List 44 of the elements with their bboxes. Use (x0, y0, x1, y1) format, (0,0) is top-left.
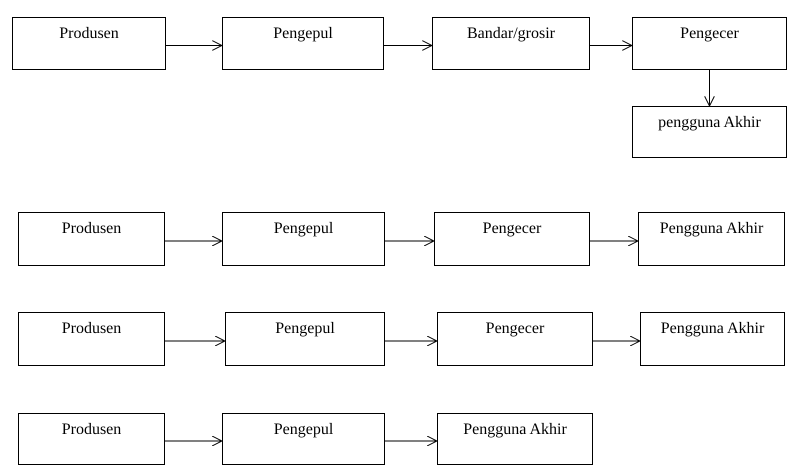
box-label: Pengguna Akhir (660, 219, 764, 239)
process-box (632, 17, 787, 70)
process-box (437, 312, 593, 366)
process-box (18, 212, 165, 266)
arrow (164, 336, 226, 346)
arrow (590, 40, 632, 51)
box-label: Pengecer (482, 219, 542, 239)
arrow (384, 236, 434, 246)
process-box (18, 312, 165, 366)
box-label: Produsen (62, 319, 122, 339)
box-label: Pengepul (274, 219, 334, 239)
process-box (222, 17, 384, 70)
box-label: Pengepul (274, 420, 334, 440)
arrow (384, 40, 432, 51)
box-label: Produsen (59, 24, 119, 44)
arrow (384, 436, 438, 446)
process-box (640, 312, 785, 366)
arrow (166, 40, 222, 51)
arrow (590, 236, 638, 246)
box-label: Produsen (62, 420, 122, 440)
process-box (222, 413, 385, 465)
box-label: Pengguna Akhir (463, 420, 567, 440)
arrow (592, 336, 640, 346)
arrow (164, 236, 222, 246)
process-box (632, 106, 787, 158)
arrow (704, 70, 715, 106)
box-label: pengguna Akhir (658, 113, 761, 133)
arrow (384, 336, 438, 346)
box-label: Pengepul (273, 24, 333, 44)
box-label: Pengecer (486, 319, 544, 339)
box-label: Pengecer (680, 24, 739, 44)
box-label: Pengguna Akhir (660, 319, 764, 339)
process-box (12, 17, 166, 70)
process-box (432, 17, 590, 70)
process-box (225, 312, 385, 366)
process-box (222, 212, 385, 266)
process-box (437, 413, 593, 465)
box-label: Produsen (62, 219, 122, 239)
box-label: Pengepul (275, 319, 335, 339)
box-label: Bandar/grosir (467, 24, 555, 44)
process-box (18, 413, 165, 465)
process-box (434, 212, 590, 266)
process-box (638, 212, 785, 266)
arrow (164, 436, 222, 446)
